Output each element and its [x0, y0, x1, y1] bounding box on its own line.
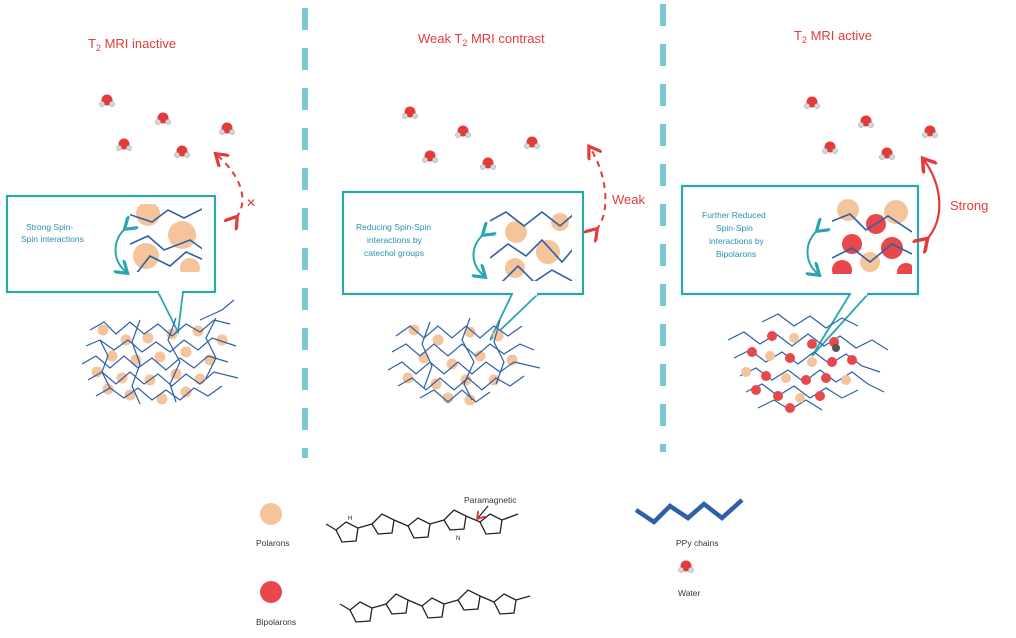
panel-3-arrow-label: Strong — [950, 198, 988, 213]
legend-water-label: Water — [678, 588, 701, 598]
panel-2-teal-double-arrow — [474, 234, 485, 276]
panel-1-zoom-inset — [130, 204, 202, 272]
svg-text:H: H — [348, 516, 352, 522]
panel-1-box-text: Strong Spin- Spin interactions — [21, 222, 84, 244]
water-molecules-panel-3 — [804, 96, 938, 160]
panel-2-red-arrow — [590, 148, 607, 230]
panel-2-zoom-callout: Reducing Spin-Spin interactions by catec… — [341, 190, 585, 341]
panel-1-teal-double-arrow — [116, 228, 127, 272]
panel-3-polymer-cluster — [727, 313, 889, 413]
panel-3-teal-double-arrow — [808, 230, 819, 274]
panel-1-polymer-cluster — [81, 299, 239, 405]
panel-3-title: T2 MRI active — [794, 28, 872, 45]
paramagnetic-pointer-arrow — [478, 505, 489, 518]
panel-2-zoom-inset — [490, 210, 572, 281]
polaron-structure: H N — [325, 509, 519, 543]
legend-paramagnetic-label: Paramagnetic — [464, 495, 517, 505]
legend-bipolarons-label: Bipolarons — [256, 617, 296, 627]
legend-polarons-label: Polarons — [256, 538, 290, 548]
panel-3-zoom-inset — [832, 199, 912, 274]
legend: Polarons Bipolarons H N Paramagnetic — [256, 495, 744, 627]
water-legend-swatch — [678, 560, 694, 573]
panel-2-arrow-label: Weak — [612, 192, 645, 207]
panel-3-box-text: Further Reduced Spin-Spin interactions b… — [702, 210, 768, 259]
ppy-chain-legend-swatch — [634, 498, 744, 525]
panel-1-zoom-callout: Strong Spin- Spin interactions — [5, 194, 217, 336]
panel-2-title: Weak T2 MRI contrast — [418, 31, 545, 48]
panel-3-zoom-callout: Further Reduced Spin-Spin interactions b… — [680, 184, 920, 357]
bipolaron-structure — [339, 589, 531, 623]
panel-2-box-text: Reducing Spin-Spin interactions by catec… — [356, 222, 434, 258]
panel-2-polymer-cluster — [387, 317, 541, 406]
svg-text:N: N — [456, 536, 460, 542]
panel-1-title: T2 MRI inactive — [88, 36, 176, 53]
bipolaron-legend-swatch — [260, 581, 282, 603]
legend-ppy-chains-label: PPy chains — [676, 538, 719, 548]
panel-1-red-arrow — [217, 155, 244, 218]
panel-3-red-arrow — [924, 160, 941, 240]
water-molecules-panel-2 — [402, 106, 540, 170]
polaron-legend-swatch — [260, 503, 282, 525]
water-molecules-panel-1 — [99, 94, 235, 158]
panel-1-x-mark: ✕ — [246, 196, 256, 210]
